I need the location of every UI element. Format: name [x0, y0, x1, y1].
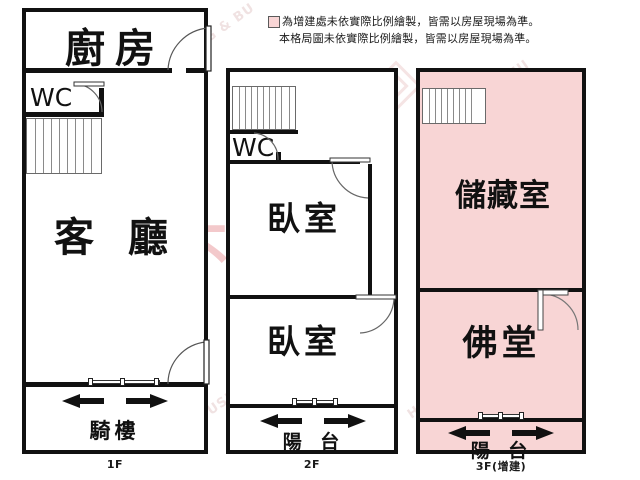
disclaimer-note: 為增建處未依實際比例繪製，皆需以房屋現場為準。 本格局圖未依實際比例繪製，皆需以…	[268, 13, 540, 47]
sliding-door-2f	[292, 398, 338, 406]
wc-door-icon-1f	[73, 80, 106, 114]
wc-wall-bottom-1f	[26, 112, 104, 117]
disclaimer-line-1: 為增建處未依實際比例繪製，皆需以房屋現場為準。	[282, 15, 540, 28]
sliding-door-3f	[478, 412, 524, 420]
staircase-1f	[26, 118, 102, 174]
room-label-living-room: 客 廳	[54, 215, 178, 261]
staircase-2f	[232, 86, 296, 130]
extension-color-swatch	[268, 15, 280, 28]
floor-label-2f: 2F	[303, 458, 321, 471]
room-label-arcade: 騎樓	[89, 419, 140, 443]
width-arrow-2f	[258, 412, 368, 434]
kitchen-door-icon	[166, 24, 212, 72]
balcony-divider-wall-2f	[230, 404, 394, 408]
floor-plan-1f	[22, 8, 208, 454]
bedroom-divider-wall-2f	[230, 295, 394, 299]
room-label-bedroom-lower: 臥室	[267, 322, 341, 361]
shrine-divider-wall-3f	[420, 288, 582, 292]
front-door-icon-1f	[166, 339, 210, 386]
width-arrow-1f	[60, 392, 170, 414]
sliding-door-1f	[88, 378, 160, 386]
bedroom-side-wall-2f	[368, 164, 372, 295]
floor-plan-3f	[416, 68, 586, 454]
balcony-divider-wall-3f	[420, 418, 582, 422]
wc-wall-right-1f	[99, 88, 104, 117]
room-label-storage: 儲藏室	[455, 178, 551, 214]
kitchen-divider-wall-right-1f	[186, 68, 204, 73]
bedroom-door-icon-2f-upper	[329, 157, 371, 200]
disclaimer-line-2: 本格局圖未依實際比例繪製，皆需以房屋現場為準。	[279, 32, 537, 45]
floor-label-3f: 3F(增建)	[475, 460, 527, 473]
wc-door-icon-2f	[252, 130, 282, 162]
room-label-balcony-2f: 陽 台	[282, 431, 346, 453]
room-label-wc-1f: WC	[30, 83, 73, 112]
room-label-balcony-3f: 陽 台	[470, 440, 534, 462]
room-label-shrine: 佛堂	[462, 324, 541, 364]
wc-wall-bottom-2f	[230, 160, 360, 164]
room-label-bedroom-upper: 臥室	[267, 199, 341, 238]
width-arrow-3f	[446, 424, 556, 446]
floor-label-1f: 1F	[106, 458, 124, 471]
shrine-door-icon-3f	[537, 289, 580, 334]
staircase-3f	[422, 88, 486, 124]
room-label-kitchen: 廚房	[65, 26, 165, 72]
bedroom-door-icon-2f-lower	[355, 294, 397, 337]
arcade-divider-wall-1f	[26, 382, 204, 387]
stair-wall-2f	[230, 130, 298, 134]
kitchen-divider-wall-1f	[26, 68, 172, 73]
